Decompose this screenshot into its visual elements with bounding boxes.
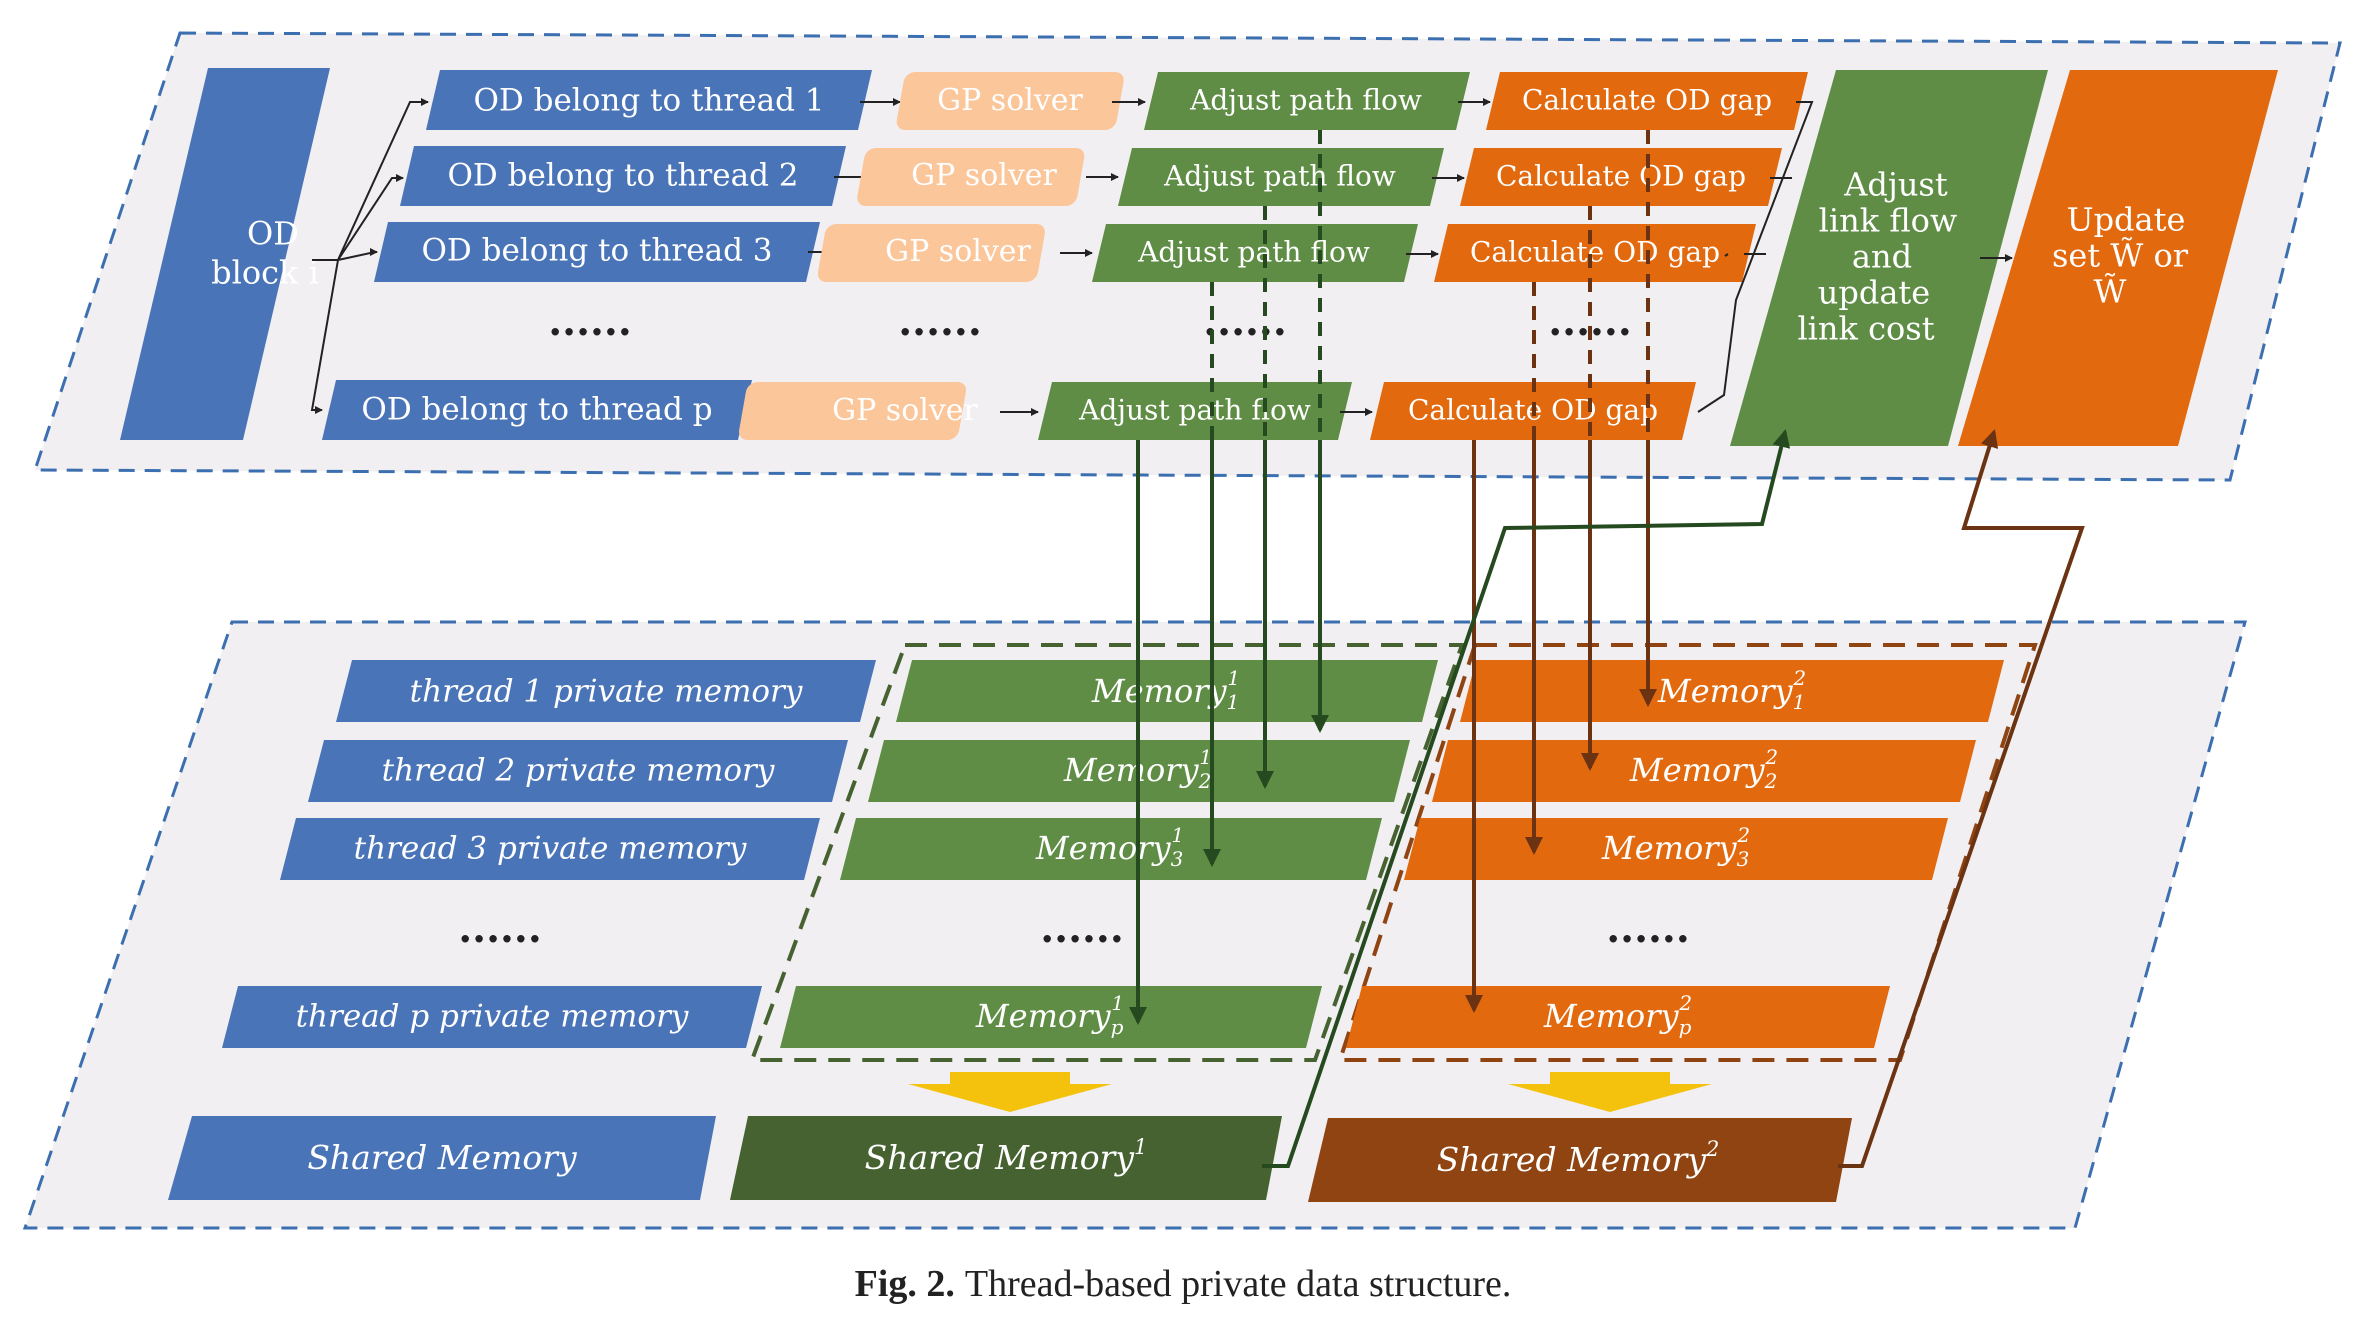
shared-memory-2-box [1308,1118,1852,1202]
od-thread-3-box [374,222,820,282]
update-set-box [1958,70,2278,446]
adjust-path-flow-1 [1144,72,1470,130]
ellipsis-private: ...... [458,905,542,952]
memory1-p-label: Memoryp1 [975,991,1124,1039]
yellow-arrow-2 [1508,1072,1712,1112]
update-set-line-1: Update [2067,201,2186,239]
od-thread-p-label: OD belong to thread p [361,392,712,428]
gp-solver-3 [817,224,1045,282]
shared-memory-label: Shared Memory [307,1138,577,1177]
adjust-path-flow-3 [1092,224,1418,282]
green-flow-arrows [1129,130,1329,1025]
adjust-link-line-1: Adjust [1843,166,1948,204]
update-set-line-3: W̃ [2094,273,2127,311]
od-thread-2-label: OD belong to thread 2 [447,158,798,194]
ellipsis-top-2: ...... [898,298,982,345]
update-set-line-2: set W̃ or [2052,237,2189,275]
memory1-3 [840,818,1382,880]
figure-caption: Fig. 2.Thread-based private data structu… [0,1262,2366,1306]
private-mem-2-label: thread 2 private memory [382,753,775,789]
memory1-1 [896,660,1438,722]
yellow-arrow-1 [908,1072,1112,1112]
fanout-connectors [310,98,429,414]
gp-solver-2 [857,148,1085,206]
memory2-3-label: Memory32 [1601,823,1750,871]
memory2-p-label: Memoryp2 [1543,991,1692,1039]
od-thread-1-label: OD belong to thread 1 [473,83,824,119]
gp-solver-1-label: GP solver [937,83,1083,118]
calc-od-gap-3 [1434,224,1756,282]
memory1-3-label: Memory31 [1035,823,1184,871]
od-thread-2-box [400,146,846,206]
calc-od-gap-2 [1460,148,1782,206]
adjust-path-flow-p [1038,382,1352,440]
brown-flow-arrows [1465,130,1657,1013]
private-mem-p [222,986,762,1048]
calc-od-gap-1 [1486,72,1808,130]
memory2-2 [1432,740,1976,802]
adjust-link-line-3: and [1852,238,1912,276]
calc-od-gap-1-label: Calculate OD gap [1522,84,1772,117]
memory1-2-label: Memory21 [1063,745,1212,793]
memory2-1-label: Memory12 [1657,666,1806,714]
shared-memory-box [168,1116,716,1200]
brown-return-arrow [1838,429,2085,1168]
adjust-path-flow-2 [1118,148,1444,206]
ellipsis-memory2: ...... [1606,905,1690,952]
memory1-p [780,986,1322,1048]
shared-memory-2-label: Shared Memory2 [1437,1137,1720,1180]
gp-solver-2-label: GP solver [911,158,1057,193]
gp-solver-3-label: GP solver [885,234,1031,269]
gp-solver-1 [896,72,1124,130]
green-return-arrow [1262,429,1791,1168]
adjust-path-flow-p-label: Adjust path flow [1078,394,1311,427]
adjust-path-flow-1-label: Adjust path flow [1189,84,1422,117]
calc-od-gap-3-label: Calculate OD gap [1470,236,1720,269]
od-thread-p-box [322,380,752,440]
private-mem-1 [336,660,876,722]
calc-od-gap-2-label: Calculate OD gap [1496,160,1746,193]
adjust-path-flow-2-label: Adjust path flow [1163,160,1396,193]
gp-solver-p [739,382,967,440]
od-thread-3-label: OD belong to thread 3 [421,233,772,269]
memory2-3 [1404,818,1948,880]
od-thread-1-box [426,70,872,130]
adjust-path-flow-3-label: Adjust path flow [1137,236,1370,269]
shared-memory-1-box [730,1116,1282,1200]
caption-prefix: Fig. 2. [854,1263,955,1305]
adjust-link-line-4: update [1818,274,1930,312]
memory2-1 [1460,660,2004,722]
adjust-link-line-2: link flow [1819,202,1958,240]
private-mem-1-label: thread 1 private memory [410,674,803,710]
private-mem-3-label: thread 3 private memory [354,831,747,867]
shared-memory-1-label: Shared Memory1 [865,1135,1148,1178]
adjust-link-flow-box [1730,70,2048,446]
memory2-2-label: Memory22 [1629,745,1778,793]
od-block [120,68,330,440]
gp-solver-p-label: GP solver [832,393,978,428]
od-block-label-1: OD [247,215,299,253]
od-block-label-2: block i [211,254,319,292]
private-mem-p-label: thread p private memory [296,999,689,1035]
memory1-1-label: Memory11 [1091,666,1240,714]
ellipsis-top-1: ...... [548,298,632,345]
adjust-link-line-5: link cost [1797,310,1934,348]
ellipsis-top-3: ...... [1203,298,1287,345]
fanin-connectors [1697,101,1814,413]
private-mem-3 [280,818,820,880]
private-mem-2 [308,740,848,802]
memory1-group [749,643,1465,1062]
caption-text: Thread-based private data structure. [964,1263,1512,1305]
ellipsis-memory1: ...... [1040,905,1124,952]
